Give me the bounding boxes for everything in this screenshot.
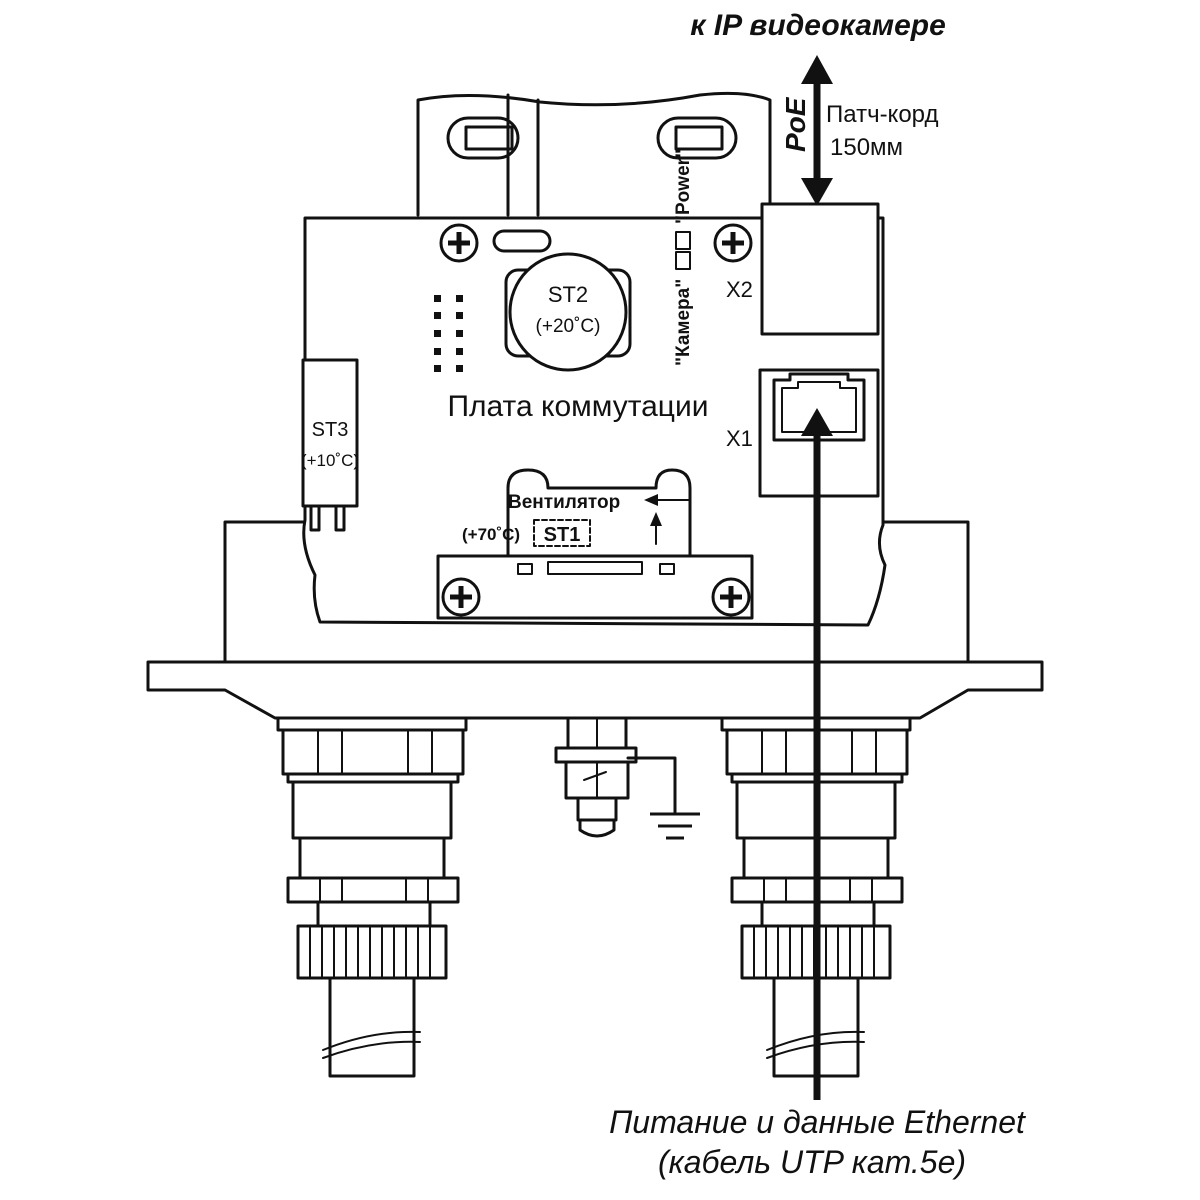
power-led-label: "Power" — [673, 149, 694, 224]
st3-thermostat — [301, 358, 359, 532]
led-indicators — [675, 231, 691, 270]
fan-label: Вентилятор — [508, 492, 620, 513]
screw-icon — [441, 577, 481, 617]
st1-box — [533, 519, 591, 547]
st2-label: ST2 — [548, 282, 588, 307]
x2-connector — [760, 202, 880, 336]
x1-label: X1 — [726, 426, 753, 451]
ground-stud — [554, 716, 677, 838]
board-label: Плата коммутации — [447, 390, 708, 423]
switching-board — [302, 216, 887, 627]
poe-arrow — [801, 55, 833, 206]
st2-thermostat — [504, 252, 632, 372]
camera-label: к IP видеокамере — [690, 9, 946, 42]
poe-label: PoE — [780, 96, 811, 152]
screw-icon — [713, 223, 753, 263]
patch-cord-length: 150мм — [830, 134, 903, 161]
mounting-bracket — [416, 91, 772, 217]
ethernet-arrow — [801, 408, 833, 1100]
st2-temp: (+20˚C) — [536, 316, 601, 337]
fan-thermostat — [436, 468, 754, 620]
pin-header — [434, 295, 463, 372]
housing — [146, 520, 1044, 720]
st1-temp: (+70˚C) — [462, 525, 520, 544]
ground-icon — [650, 812, 700, 840]
screw-icon — [711, 577, 751, 617]
left-cable-gland — [276, 716, 468, 1078]
board-slot — [492, 229, 552, 253]
cable-type-label: (кабель UTP кат.5е) — [658, 1144, 966, 1180]
patch-cord-label: Патч-корд — [826, 101, 938, 128]
st3-label: ST3 — [312, 419, 349, 441]
screw-icon — [439, 223, 479, 263]
x2-label: X2 — [726, 277, 753, 302]
power-data-label: Питание и данные Ethernet — [609, 1104, 1026, 1140]
camera-led-label: "Камера" — [673, 279, 694, 366]
st1-label: ST1 — [544, 524, 581, 546]
st3-temp: (+10˚C) — [301, 451, 359, 470]
